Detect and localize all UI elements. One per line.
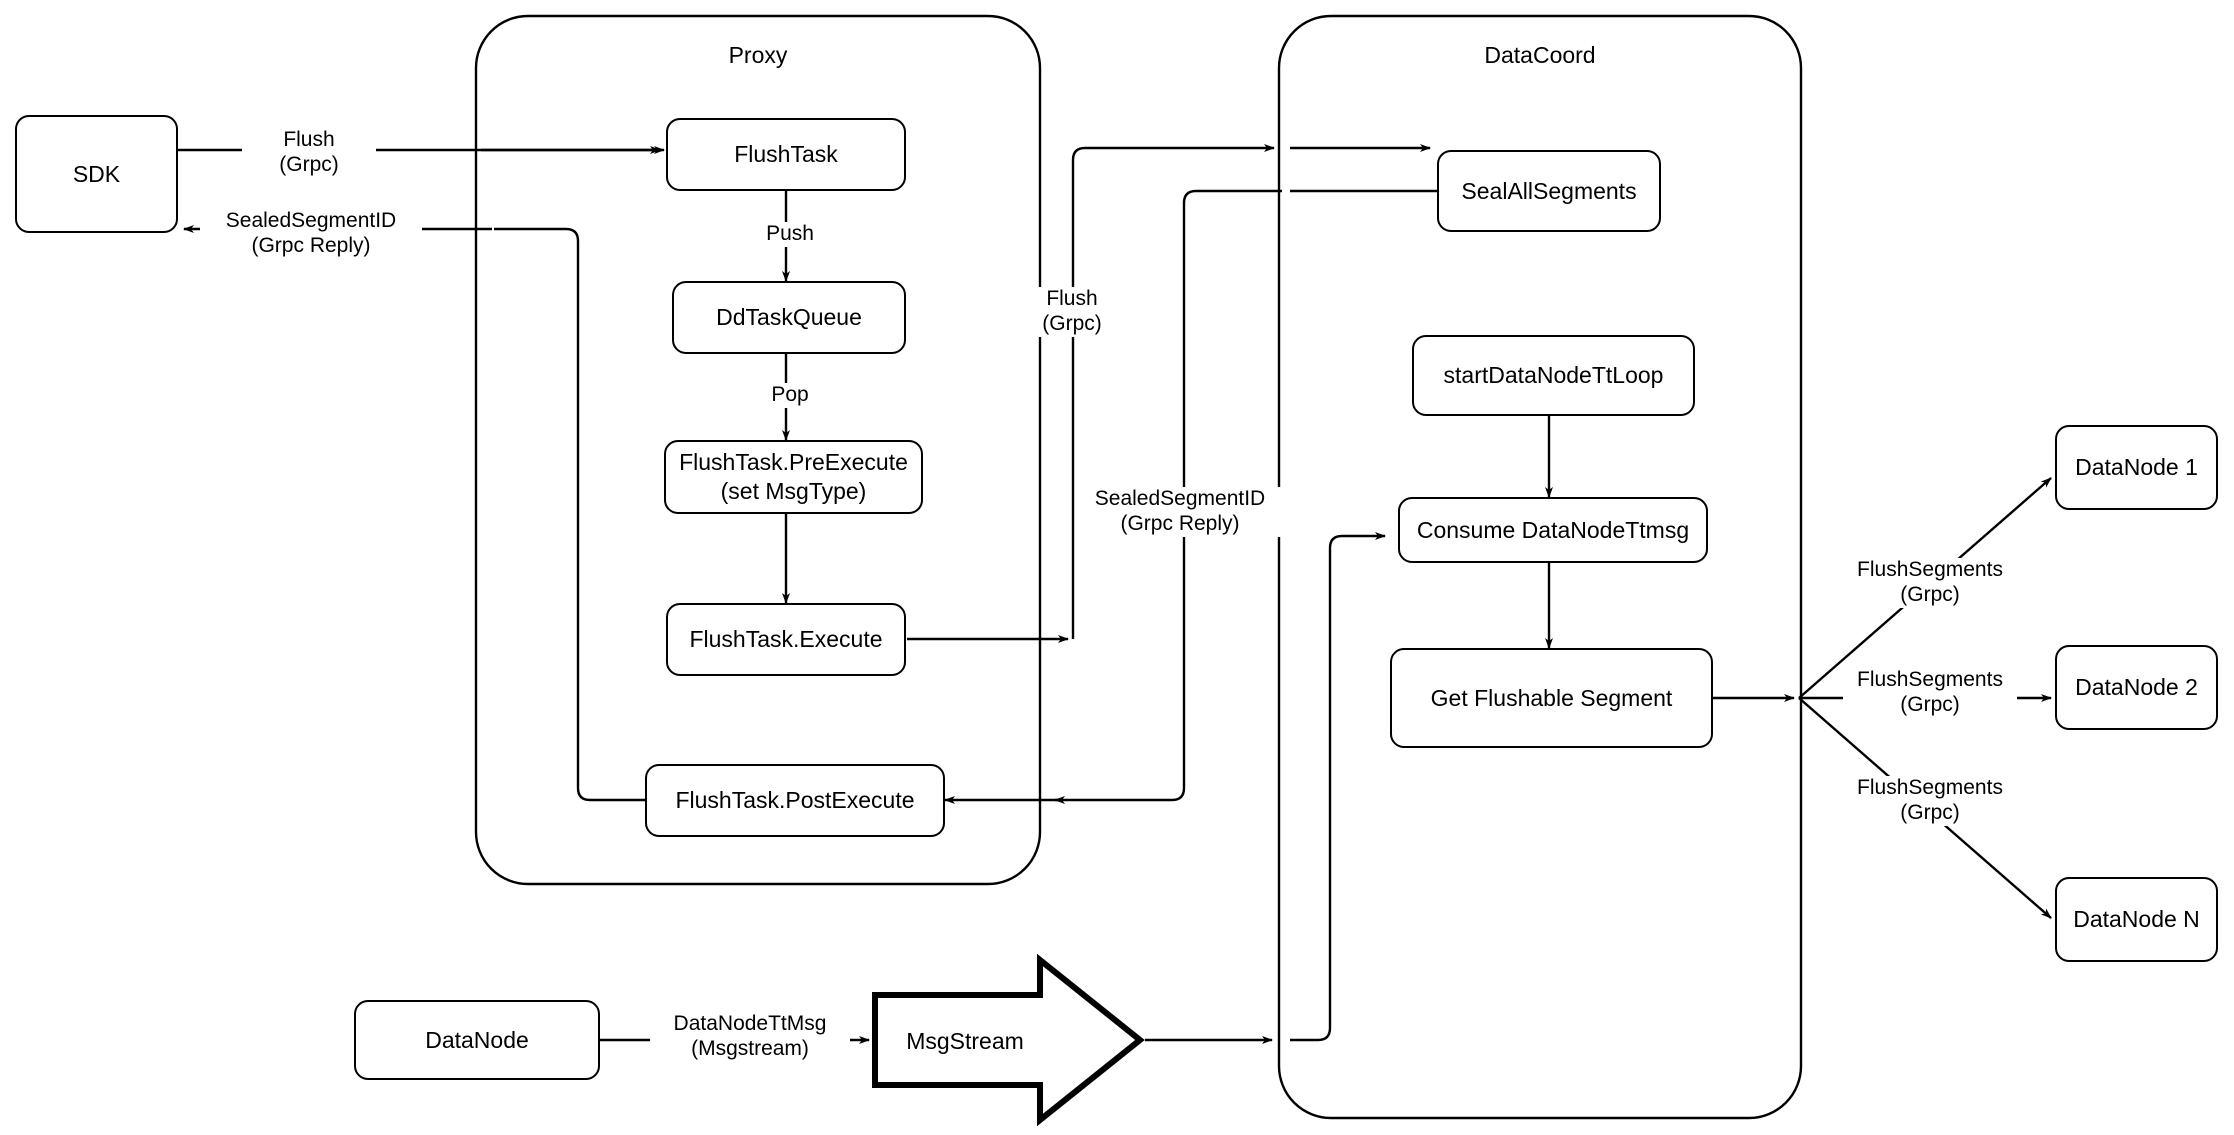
edge-label-proxy-to-datacoord: Flush (Grpc) xyxy=(1010,287,1134,337)
node-flush-task[interactable]: FlushTask xyxy=(666,118,906,191)
node-get-flushable-segment[interactable]: Get Flushable Segment xyxy=(1390,648,1713,748)
node-datanode-1[interactable]: DataNode 1 xyxy=(2055,425,2218,510)
edge-label-flush-segments-2: FlushSegments (Grpc) xyxy=(1843,668,2017,718)
node-start-datanode-tt-loop[interactable]: startDataNodeTtLoop xyxy=(1412,335,1695,416)
edge-datacoord-to-consume xyxy=(1290,532,1386,1042)
edge-label-flush-segments-1: FlushSegments (Grpc) xyxy=(1843,558,2017,608)
proxy-container-shape xyxy=(474,14,1042,886)
edge-label-proxy-to-sdk: SealedSegmentID (Grpc Reply) xyxy=(200,209,422,259)
node-flush-task-execute[interactable]: FlushTask.Execute xyxy=(666,603,906,676)
edge-label-flush-segments-n: FlushSegments (Grpc) xyxy=(1843,776,2017,826)
node-datanode-n[interactable]: DataNode N xyxy=(2055,877,2218,962)
edge-label-sdk-to-proxy: Flush (Grpc) xyxy=(242,128,376,178)
node-sdk[interactable]: SDK xyxy=(15,115,178,233)
edge-label-datacoord-to-proxy: SealedSegmentID (Grpc Reply) xyxy=(1078,487,1282,537)
node-dd-task-queue[interactable]: DdTaskQueue xyxy=(672,281,906,354)
edge-label-datanode-to-msgstream: DataNodeTtMsg (Msgstream) xyxy=(650,1012,850,1062)
datacoord-container-title: DataCoord xyxy=(1484,42,1596,68)
node-consume-datanode-ttmsg[interactable]: Consume DataNodeTtmsg xyxy=(1398,497,1708,563)
node-datanode-2[interactable]: DataNode 2 xyxy=(2055,645,2218,730)
edge-label-push: Push xyxy=(752,222,828,247)
node-flush-task-preexecute-line1: FlushTask.PreExecute xyxy=(679,449,908,476)
edge-postexecute-return xyxy=(494,227,645,802)
node-seal-all-segments[interactable]: SealAllSegments xyxy=(1437,150,1661,232)
node-flush-task-preexecute[interactable]: FlushTask.PreExecute (set MsgType) xyxy=(664,440,923,514)
node-msgstream-label: MsgStream xyxy=(906,1028,1024,1054)
edge-flush-to-datacoord xyxy=(1071,144,1275,639)
proxy-container-title: Proxy xyxy=(728,42,788,68)
node-datanode-bottom[interactable]: DataNode xyxy=(354,1000,600,1080)
datacoord-container-shape xyxy=(1277,14,1803,1120)
node-flush-task-preexecute-line2: (set MsgType) xyxy=(720,478,867,504)
msgstream-arrow-shape xyxy=(872,953,1145,1127)
node-flush-task-postexecute[interactable]: FlushTask.PostExecute xyxy=(645,764,945,837)
edge-label-pop: Pop xyxy=(756,383,824,408)
